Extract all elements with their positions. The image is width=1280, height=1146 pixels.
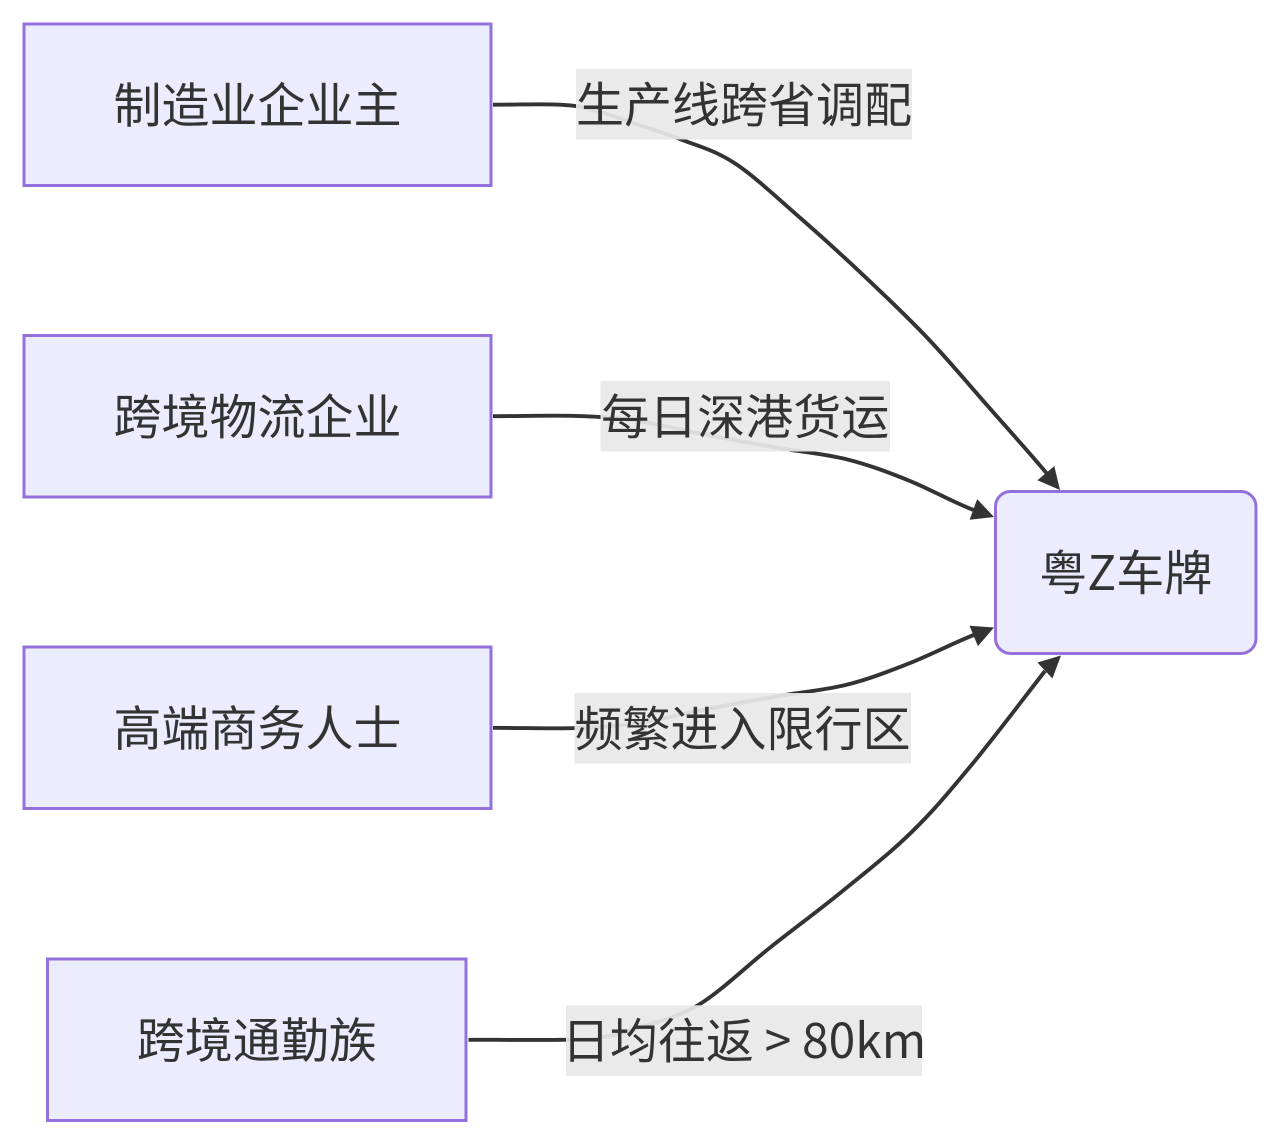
svg-text:高端商务人士: 高端商务人士 <box>113 689 401 759</box>
svg-text:制造业企业主: 制造业企业主 <box>113 66 401 136</box>
svg-text:跨境通勤族: 跨境通勤族 <box>137 1001 377 1071</box>
svg-text:生产线跨省调配: 生产线跨省调配 <box>576 66 912 136</box>
svg-text:日均往返 > 80km: 日均往返 > 80km <box>562 1002 926 1072</box>
svg-text:每日深港货运: 每日深港货运 <box>601 378 889 448</box>
svg-text:跨境物流企业: 跨境物流企业 <box>113 378 401 448</box>
svg-text:频繁进入限行区: 频繁进入限行区 <box>574 690 910 760</box>
svg-text:粤Z车牌: 粤Z车牌 <box>1039 534 1212 604</box>
